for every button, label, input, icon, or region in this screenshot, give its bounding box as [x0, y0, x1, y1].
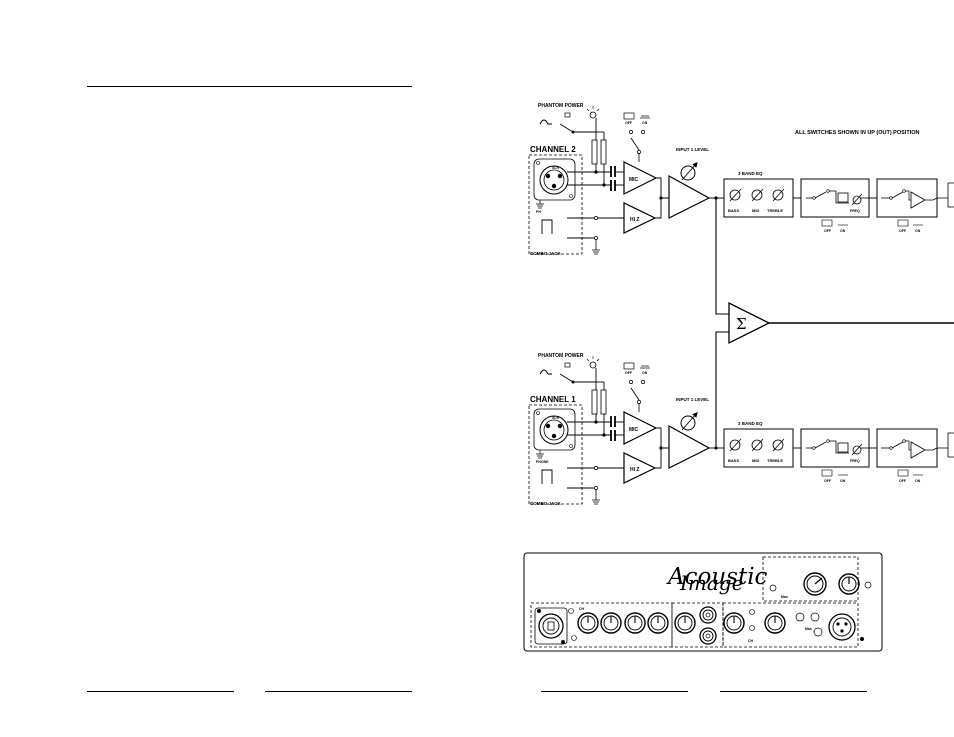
input-level-knob-icon	[680, 161, 698, 181]
svg-text:MID: MID	[752, 458, 759, 463]
push-button[interactable]	[795, 612, 805, 622]
svg-text:XLR: XLR	[552, 416, 559, 420]
logo-line-2: Image	[679, 571, 743, 595]
coupling-capacitors	[610, 166, 616, 191]
svg-text:MIC: MIC	[629, 427, 639, 433]
svg-text:MID: MID	[752, 208, 759, 213]
sigma-symbol: Σ	[736, 315, 747, 333]
switch-position-note: ALL SWITCHES SHOWN IN UP (OUT) POSITION	[795, 130, 919, 136]
svg-text:ON: ON	[840, 229, 846, 233]
svg-text:ON: ON	[840, 479, 846, 483]
mic-preamp	[623, 161, 658, 195]
svg-text:TREBLE: TREBLE	[767, 458, 783, 463]
svg-text:HI Z: HI Z	[630, 467, 639, 473]
svg-text:ON: ON	[642, 371, 648, 375]
svg-text:OFF: OFF	[625, 121, 633, 125]
led-icon	[586, 356, 600, 369]
input-level-amp	[668, 424, 711, 469]
svg-text:ON: ON	[915, 229, 921, 233]
master-knob-icon	[838, 573, 860, 595]
svg-text:OFF: OFF	[824, 479, 832, 483]
footer-rule-1	[87, 691, 234, 692]
svg-text:3 BAND EQ: 3 BAND EQ	[738, 171, 763, 176]
header-rule	[87, 86, 412, 87]
svg-text:OFF: OFF	[824, 229, 832, 233]
svg-text:COMBO JACK: COMBO JACK	[530, 251, 562, 256]
input-level-knob-icon	[680, 411, 698, 431]
svg-text:FREQ: FREQ	[850, 459, 860, 463]
svg-text:OFF: OFF	[625, 371, 633, 375]
push-button[interactable]	[810, 612, 820, 622]
mic-preamp	[623, 411, 658, 445]
coupling-capacitors	[610, 416, 616, 441]
led-icon	[749, 625, 755, 631]
svg-text:ON: ON	[915, 479, 921, 483]
output-xlr-icon	[828, 613, 856, 641]
footer-rule-2	[265, 691, 412, 692]
channel-section-3	[722, 602, 859, 648]
svg-text:ON: ON	[642, 121, 648, 125]
svg-text:XLR: XLR	[552, 166, 559, 170]
svg-text:Mas: Mas	[805, 627, 812, 631]
summing-amp: Σ	[715, 198, 954, 448]
svg-text:PH: PH	[536, 210, 541, 214]
front-panel: Acoustic Image Mas CH	[523, 552, 883, 652]
svg-text:INPUT 1 LEVEL: INPUT 1 LEVEL	[676, 397, 709, 402]
panel-combo-jack-icon	[534, 607, 568, 645]
svg-text:HI Z: HI Z	[630, 217, 639, 223]
channel-2: PHANTOM POWER OFF ON CHANNEL 2	[528, 103, 954, 256]
channel-knobs	[577, 612, 786, 634]
svg-text:FREQ: FREQ	[850, 209, 860, 213]
svg-text:INPUT 1 LEVEL: INPUT 1 LEVEL	[676, 147, 709, 152]
panel-outline	[523, 552, 883, 652]
led-icon	[769, 584, 777, 592]
phantom-label: PHANTOM POWER	[538, 103, 584, 109]
footer-rule-3	[541, 691, 688, 692]
eq-knobs	[729, 438, 785, 452]
svg-text:COMBO JACK: COMBO JACK	[530, 501, 562, 506]
svg-text:MIC: MIC	[629, 177, 639, 183]
combo-jack-box	[528, 404, 583, 505]
channel-1: PHANTOM POWER OFF ON CHANNEL 1	[528, 353, 954, 506]
input-level-amp	[668, 174, 711, 219]
led-icon	[749, 609, 755, 615]
hiz-preamp	[623, 452, 657, 484]
svg-text:BASS: BASS	[728, 208, 739, 213]
xlr-connector-icon	[533, 158, 576, 201]
svg-text:CH: CH	[579, 607, 585, 611]
channel-title: CHANNEL 1	[530, 395, 576, 404]
quarter-inch-jacks	[699, 606, 717, 645]
led-icon	[864, 581, 872, 589]
svg-text:Mas: Mas	[781, 595, 788, 599]
eq-knobs	[729, 188, 785, 202]
combo-jack-box	[528, 154, 583, 255]
svg-text:PHONE: PHONE	[536, 460, 549, 464]
phantom-label: PHANTOM POWER	[538, 353, 584, 359]
led-icon	[568, 608, 574, 614]
logo-line-1: Acoustic	[666, 564, 768, 590]
hiz-preamp	[623, 202, 657, 234]
xlr-connector-icon	[533, 408, 576, 451]
push-button[interactable]	[813, 627, 823, 637]
master-knob-icon	[803, 572, 827, 596]
svg-text:BASS: BASS	[728, 458, 739, 463]
footer-rule-4	[720, 691, 867, 692]
svg-text:OFF: OFF	[899, 229, 907, 233]
svg-text:CH: CH	[748, 639, 754, 643]
svg-text:OFF: OFF	[899, 479, 907, 483]
svg-text:3 BAND EQ: 3 BAND EQ	[738, 421, 763, 426]
led-icon	[586, 106, 600, 119]
svg-text:TREBLE: TREBLE	[767, 208, 783, 213]
channel-title: CHANNEL 2	[530, 145, 576, 154]
